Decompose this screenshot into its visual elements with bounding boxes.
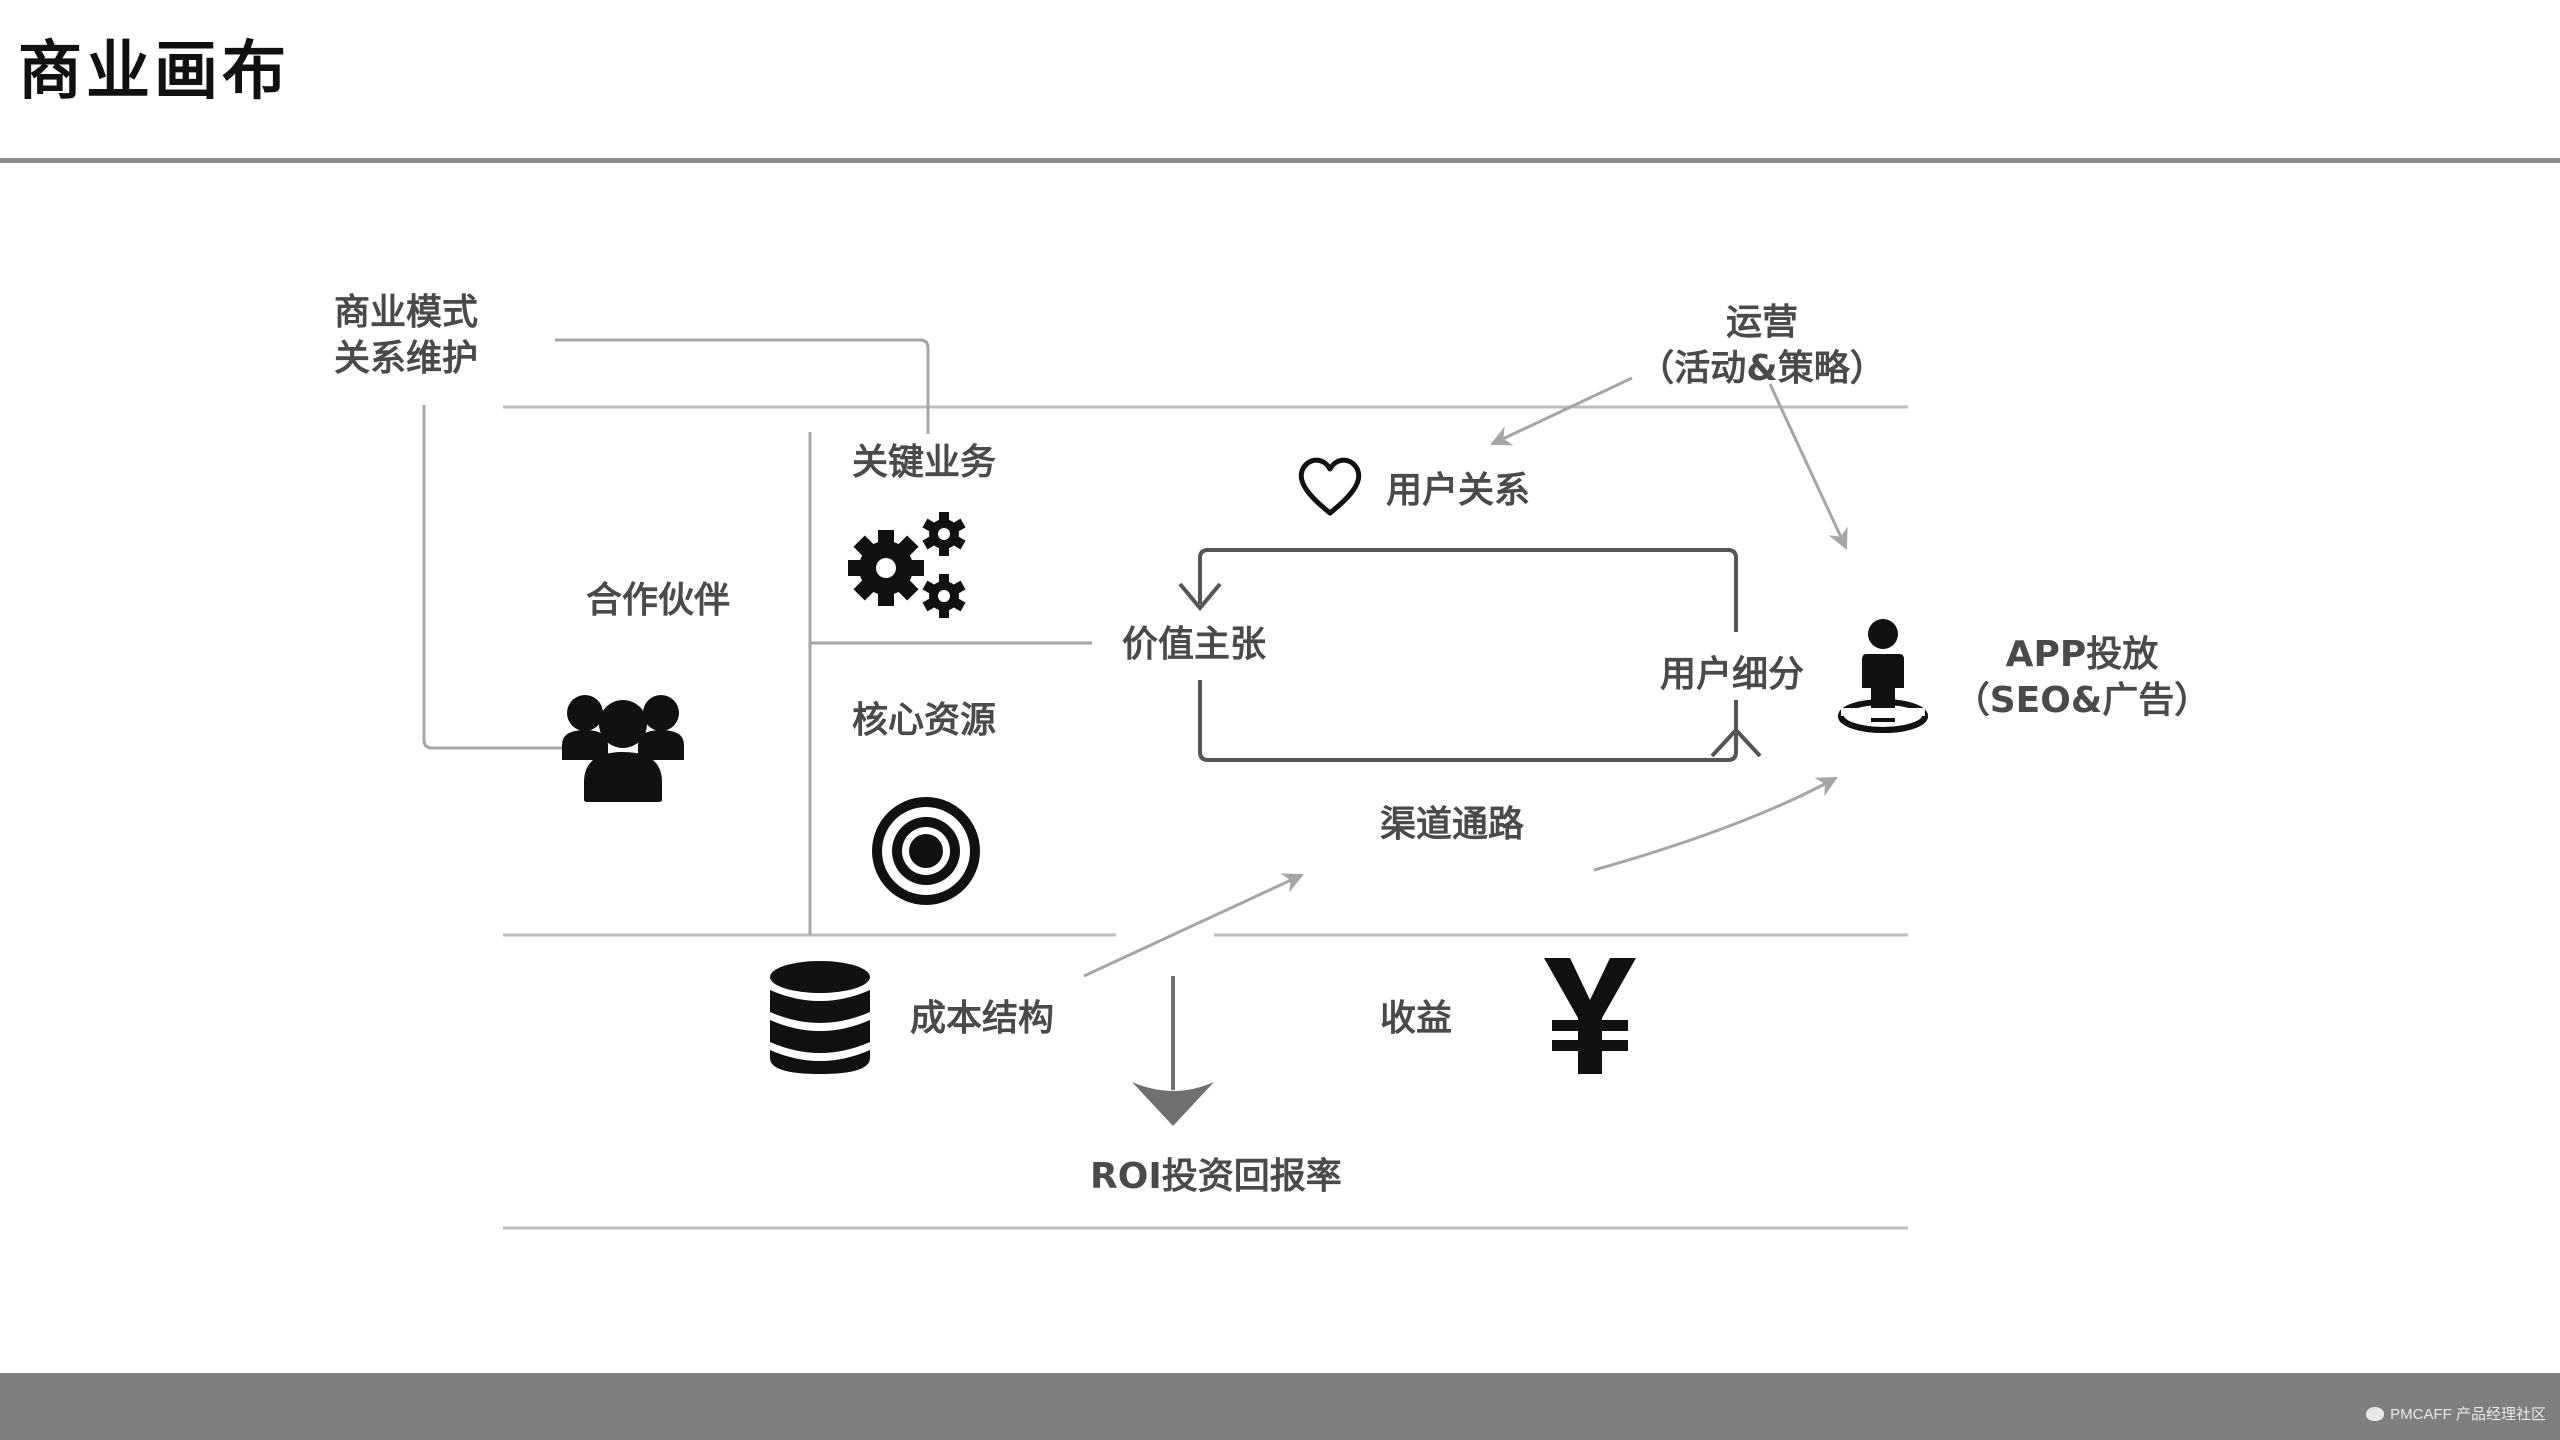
business-model-connector	[422, 405, 566, 750]
user-relations-label: 用户关系	[1386, 470, 1531, 511]
page-title: 商业画布	[18, 35, 290, 109]
operations-arrow-right	[1768, 383, 1848, 550]
cost-to-channel-arrow	[1083, 873, 1304, 978]
business-model-top-connector	[555, 338, 930, 434]
roi-label: ROI投资回报率	[1090, 1156, 1342, 1197]
app-launch-label: APP投放 （SEO&广告）	[1952, 632, 2212, 724]
key-activities-label: 关键业务	[852, 442, 997, 483]
value-loop-bottom	[1198, 680, 1738, 762]
brand-logo: PMCAFF 产品经理社区	[2366, 1403, 2546, 1424]
roi-arrow-head	[1132, 1082, 1214, 1126]
business-model-line2: 关系维护	[334, 338, 479, 379]
business-model-label: 商业模式 关系维护	[334, 290, 478, 382]
brand-text: PMCAFF 产品经理社区	[2390, 1406, 2546, 1423]
revenue-label: 收益	[1380, 998, 1453, 1039]
operations-label: 运营 （活动&策略）	[1632, 300, 1892, 392]
value-proposition-label: 价值主张	[1122, 624, 1267, 665]
footer-bar: PMCAFF 产品经理社区	[0, 1373, 2560, 1440]
operations-line2: （活动&策略）	[1638, 348, 1886, 389]
cup-icon	[2366, 1406, 2385, 1421]
users-group-icon	[562, 695, 684, 802]
gears-icon	[848, 512, 966, 618]
cost-structure-label: 成本结构	[910, 998, 1055, 1039]
business-canvas-diagram	[422, 338, 1928, 1230]
business-model-line1: 商业模式	[334, 292, 479, 333]
operations-line1: 运营	[1725, 302, 1798, 343]
channel-to-app-arrow	[1593, 776, 1838, 872]
target-icon	[872, 797, 980, 905]
app-launch-line1: APP投放	[2005, 634, 2159, 675]
channels-label: 渠道通路	[1380, 804, 1525, 845]
partners-label: 合作伙伴	[586, 580, 731, 621]
user-segments-label: 用户细分	[1660, 654, 1805, 695]
operations-arrow-left	[1490, 376, 1633, 446]
value-loop-top	[1198, 548, 1738, 632]
yen-icon	[1544, 958, 1636, 1074]
value-loop-up-arrow	[1710, 727, 1762, 758]
app-launch-line2: （SEO&广告）	[1953, 680, 2211, 721]
title-divider	[0, 158, 2560, 163]
database-stack-icon	[770, 961, 870, 1074]
person-pin-icon	[1838, 619, 1928, 733]
key-resources-label: 核心资源	[852, 700, 997, 741]
value-loop-down-arrow	[1178, 582, 1222, 612]
heart-icon	[1298, 457, 1362, 516]
